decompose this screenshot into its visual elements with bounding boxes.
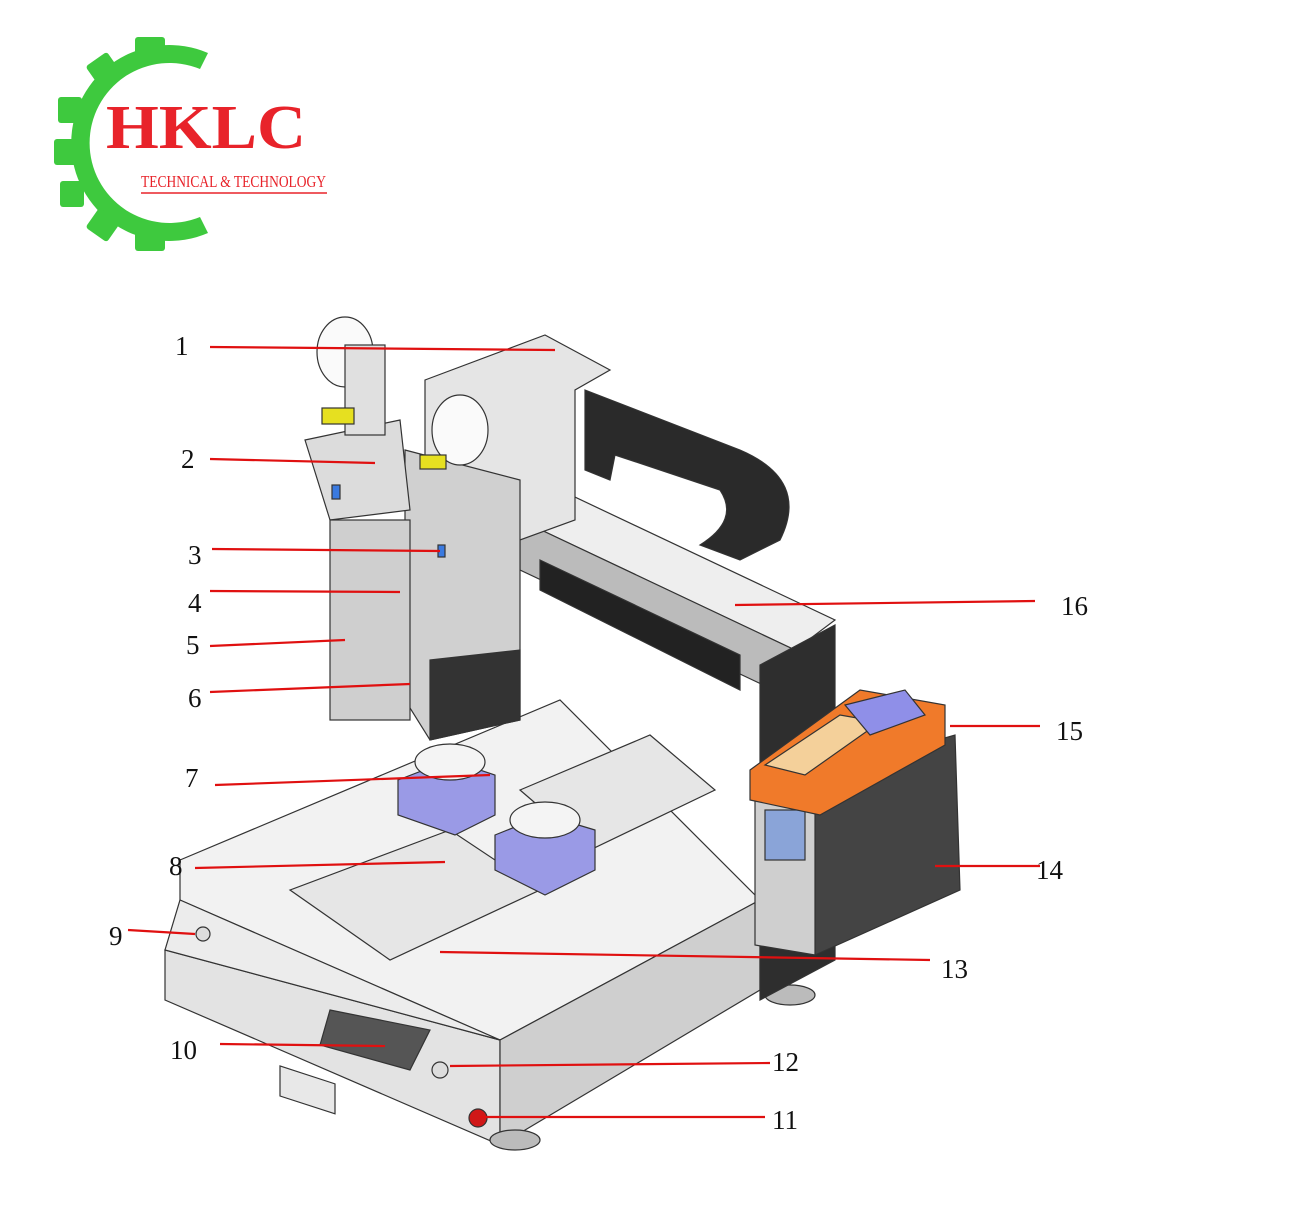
callout-leaders (127, 345, 1040, 1119)
logo-tagline: TECHNICAL & TECHNOLOGY (141, 172, 326, 191)
callout-12: 12 (772, 1047, 799, 1077)
display-window (279, 1065, 336, 1115)
control-panel (319, 1009, 431, 1071)
callout-14: 14 (1036, 855, 1064, 885)
gear-icon (54, 37, 209, 251)
callout-5: 5 (186, 630, 200, 660)
callout-6: 6 (188, 683, 202, 713)
callout-11: 11 (772, 1105, 798, 1135)
callout-2: 2 (181, 444, 195, 474)
button-12 (431, 1061, 449, 1079)
callout-1: 1 (175, 331, 189, 361)
callout-10: 10 (170, 1035, 197, 1065)
logo-brand: HKLC (106, 94, 306, 162)
button-9 (195, 926, 211, 942)
callout-15: 15 (1056, 716, 1083, 746)
callout-7: 7 (185, 763, 199, 793)
callout-16: 16 (1061, 591, 1088, 621)
cable-chain (584, 389, 790, 561)
callout-9: 9 (109, 921, 123, 951)
callout-labels: 1 2 3 4 5 6 7 8 9 10 11 12 13 14 15 16 (109, 331, 1088, 1135)
machine-illustration (164, 316, 961, 1151)
callout-8: 8 (169, 851, 183, 881)
callout-13: 13 (941, 954, 968, 984)
callout-4: 4 (188, 588, 202, 618)
tape-reel-2 (431, 394, 489, 466)
hklc-logo: HKLC TECHNICAL & TECHNOLOGY (54, 37, 327, 251)
callout-3: 3 (188, 540, 202, 570)
